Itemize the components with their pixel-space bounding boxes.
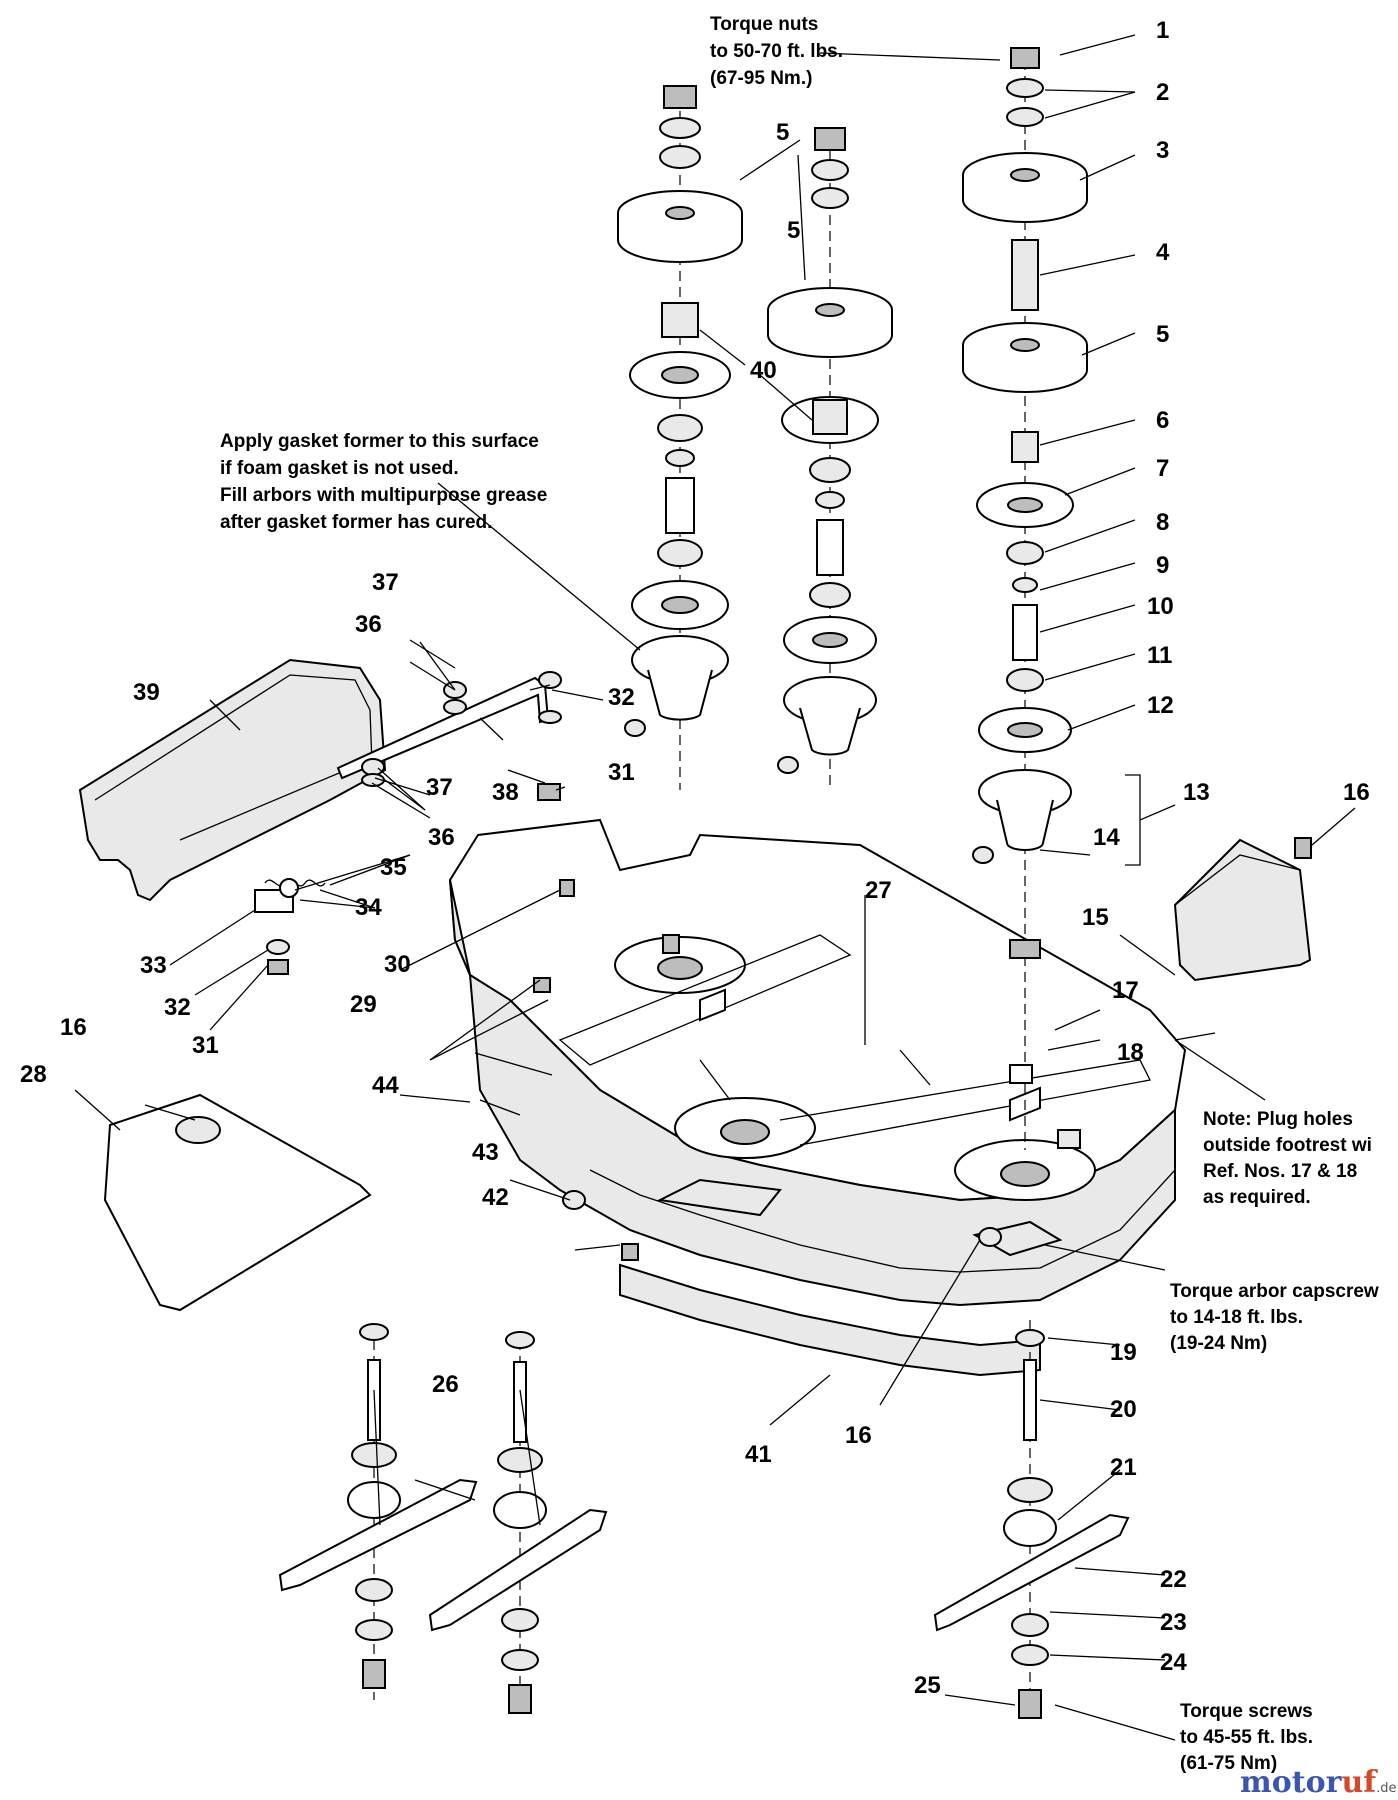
callout-34: 34: [355, 894, 382, 921]
callout-32-left: 32: [164, 994, 191, 1021]
callout-4: 4: [1156, 239, 1170, 266]
callout-36-lower: 36: [428, 824, 455, 851]
callout-41: 41: [745, 1441, 772, 1468]
callout-15: 15: [1082, 904, 1109, 931]
note-torque-screws-line-1: Torque screws: [1180, 1701, 1313, 1722]
callout-1: 1: [1156, 17, 1169, 44]
callout-7: 7: [1156, 455, 1169, 482]
callout-25: 25: [914, 1672, 941, 1699]
note-plug-holes-line-2: outside footrest wi: [1203, 1135, 1372, 1156]
note-plug-holes-line-3: Ref. Nos. 17 & 18: [1203, 1161, 1357, 1182]
watermark-logo: motoruf.de: [1240, 1765, 1397, 1800]
note-gasket-line-2: if foam gasket is not used.: [220, 458, 459, 479]
note-gasket-line-4: after gasket former has cured.: [220, 512, 492, 533]
callout-17: 17: [1112, 977, 1139, 1004]
hardware-30: [559, 879, 575, 897]
callout-10: 10: [1147, 593, 1174, 620]
leader-lines: [74, 34, 1356, 1741]
note-arbor-capscrew: Torque arbor capscrew to 14-18 ft. lbs. …: [1170, 1281, 1379, 1354]
callout-16-left: 16: [60, 1014, 87, 1041]
callout-9: 9: [1156, 552, 1169, 579]
spindle-stack-middle: [767, 127, 893, 790]
callout-29: 29: [350, 991, 377, 1018]
note-torque-nuts-line-3: (67-95 Nm.): [710, 68, 812, 89]
mower-deck-housing: [448, 818, 1187, 1307]
callout-24: 24: [1160, 1649, 1187, 1676]
callout-6: 6: [1156, 407, 1169, 434]
watermark-suffix: .de: [1376, 1781, 1396, 1796]
callout-numbers: 1 2 3 4 5 5 5 6 7 8 9 10 11 12 13 14 15 …: [20, 17, 1370, 1699]
callout-19: 19: [1110, 1339, 1137, 1366]
note-plug-holes: Note: Plug holes outside footrest wi Ref…: [1203, 1109, 1372, 1208]
callout-38: 38: [492, 779, 519, 806]
note-torque-screws: Torque screws to 45-55 ft. lbs. (61-75 N…: [1180, 1701, 1313, 1774]
callout-23: 23: [1160, 1609, 1187, 1636]
callout-37-lower: 37: [426, 774, 453, 801]
callout-2: 2: [1156, 79, 1169, 106]
note-gasket-line-3: Fill arbors with multipurpose grease: [220, 485, 547, 506]
callout-39: 39: [133, 679, 160, 706]
callout-5-middle: 5: [787, 217, 800, 244]
callout-32-right: 32: [608, 684, 635, 711]
blade-assembly-middle: [428, 1331, 608, 1714]
callout-5-right: 5: [1156, 321, 1169, 348]
blade-assembly-left: [278, 1323, 478, 1700]
callout-3: 3: [1156, 137, 1169, 164]
callout-16-bottom: 16: [845, 1422, 872, 1449]
callout-22: 22: [1160, 1566, 1187, 1593]
note-plug-holes-line-4: as required.: [1203, 1187, 1311, 1208]
note-torque-screws-line-2: to 45-55 ft. lbs.: [1180, 1727, 1313, 1748]
callout-13: 13: [1183, 779, 1210, 806]
note-arbor-capscrew-line-1: Torque arbor capscrew: [1170, 1281, 1379, 1302]
callout-11: 11: [1147, 642, 1172, 669]
callout-40: 40: [750, 357, 777, 384]
callout-27: 27: [865, 877, 892, 904]
callout-31-left: 31: [192, 1032, 219, 1059]
callout-36-upper: 36: [355, 611, 382, 638]
callout-37-upper: 37: [372, 569, 399, 596]
blade-assembly-right: [933, 1320, 1130, 1720]
deck-skirt-front: [619, 1263, 1041, 1377]
callout-18: 18: [1117, 1039, 1144, 1066]
note-arbor-capscrew-line-2: to 14-18 ft. lbs.: [1170, 1307, 1303, 1328]
callout-31-right: 31: [608, 759, 635, 786]
note-arbor-capscrew-line-3: (19-24 Nm): [1170, 1333, 1267, 1354]
watermark-part-b: uf: [1341, 1765, 1378, 1800]
note-gasket-line-1: Apply gasket former to this surface: [220, 431, 539, 452]
callout-21: 21: [1110, 1454, 1137, 1481]
note-torque-screws-line-3: (61-75 Nm): [1180, 1753, 1277, 1774]
spindle-cover-28: [103, 1093, 372, 1312]
note-torque-nuts-line-2: to 50-70 ft. lbs.: [710, 41, 843, 62]
callout-12: 12: [1147, 692, 1174, 719]
note-gasket: Apply gasket former to this surface if f…: [220, 431, 547, 533]
svg-text:motoruf.de: motoruf.de: [1240, 1765, 1397, 1800]
callout-43: 43: [472, 1139, 499, 1166]
spindle-stack-right: [962, 47, 1088, 1150]
callout-44: 44: [372, 1072, 399, 1099]
callout-42: 42: [482, 1184, 509, 1211]
callout-33: 33: [140, 952, 167, 979]
callout-14: 14: [1093, 824, 1120, 851]
callout-26: 26: [432, 1371, 459, 1398]
spindle-stack-left: [617, 85, 743, 790]
note-plug-holes-line-1: Note: Plug holes: [1203, 1109, 1353, 1130]
spindle-cover-15: [1173, 837, 1312, 982]
callout-8: 8: [1156, 509, 1169, 536]
callout-20: 20: [1110, 1396, 1137, 1423]
callout-16-right: 16: [1343, 779, 1370, 806]
watermark-part-a: motor: [1240, 1765, 1343, 1800]
belt-shield-39: [78, 658, 387, 902]
callout-28: 28: [20, 1061, 47, 1088]
callout-30: 30: [384, 951, 411, 978]
callout-5-left: 5: [776, 119, 789, 146]
note-torque-nuts: Torque nuts to 50-70 ft. lbs. (67-95 Nm.…: [710, 14, 843, 89]
note-torque-nuts-line-1: Torque nuts: [710, 14, 818, 35]
callout-35: 35: [380, 854, 407, 881]
